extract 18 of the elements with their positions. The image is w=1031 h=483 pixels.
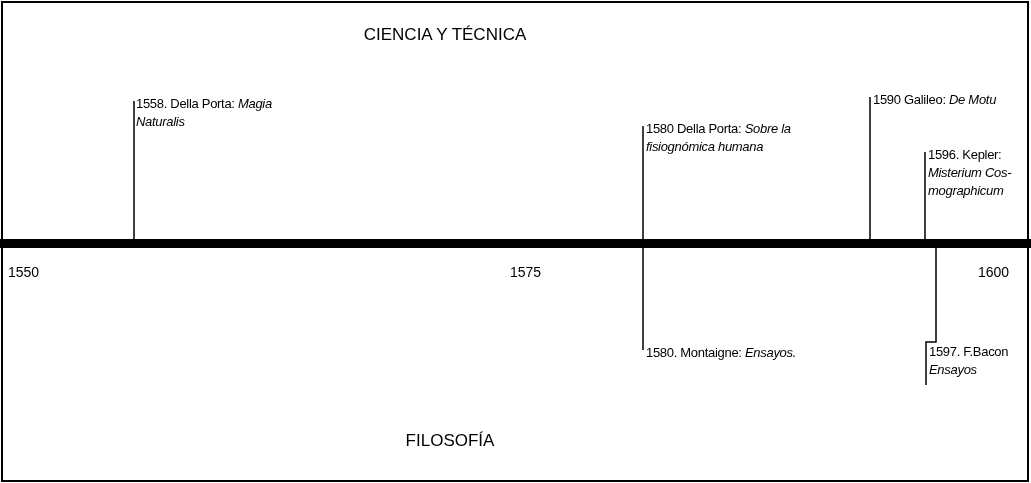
leader-line	[642, 125, 644, 240]
event-text: 1580 Della Porta: Sobre la fisiognómica humana	[646, 120, 826, 156]
event-text: 1590 Galileo: De Motu	[873, 91, 1023, 109]
year-label: 1550	[8, 263, 40, 282]
leader-line	[642, 247, 644, 351]
event-text: 1558. Della Porta: Magia Naturalis	[136, 95, 316, 131]
leader-line	[924, 151, 926, 240]
event-text: 1580. Montaigne: Ensayos.	[646, 344, 826, 362]
timeline-bar	[0, 239, 1031, 248]
leader-line	[925, 247, 937, 386]
section-heading: CIENCIA Y TÉCNICA	[362, 24, 528, 46]
section-heading: FILOSOFÍA	[404, 430, 496, 452]
leader-line	[133, 100, 135, 240]
event-text: 1596. Kepler: Misterium Cos-mographicum	[928, 146, 1024, 200]
event-text: 1597. F.Bacon Ensayos	[929, 343, 1019, 379]
leader-line	[869, 96, 871, 240]
year-label: 1600	[978, 263, 1010, 282]
year-label: 1575	[510, 263, 542, 282]
